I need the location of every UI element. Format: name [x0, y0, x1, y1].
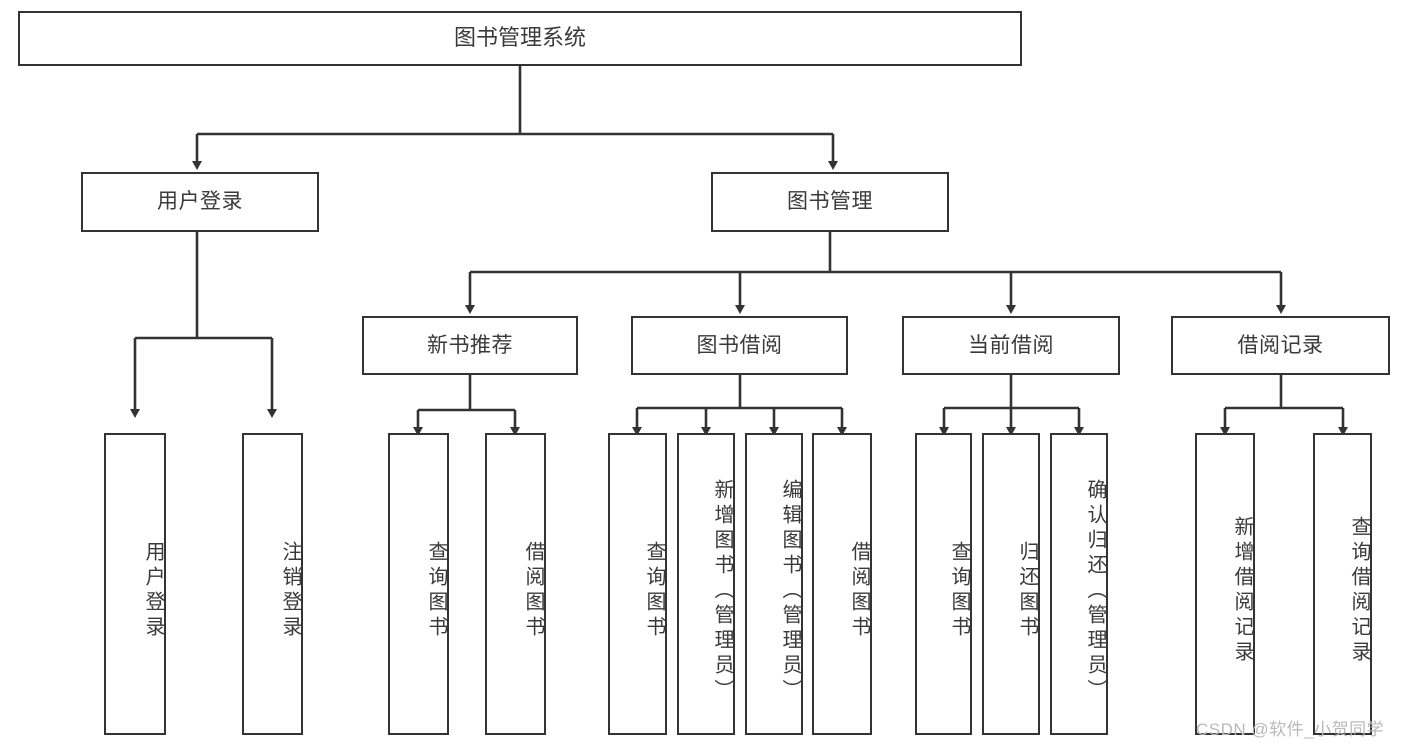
node-label: 图书借阅: [696, 333, 783, 357]
leaf-current-borrow-return[interactable]: 归还图书: [982, 433, 1040, 735]
node-label: 编辑图书（管理员）: [779, 478, 801, 704]
node-label: 用户登录: [157, 190, 243, 214]
node-book-borrow[interactable]: 图书借阅: [631, 316, 848, 375]
node-current-borrow[interactable]: 当前借阅: [902, 316, 1120, 375]
node-label: 归还图书: [1016, 541, 1038, 641]
node-book-management[interactable]: 图书管理: [711, 172, 949, 232]
leaf-book-borrow-query[interactable]: 查询图书: [608, 433, 667, 735]
leaf-book-borrow-add[interactable]: 新增图书（管理员）: [677, 433, 735, 735]
node-label: 注销登录: [279, 541, 301, 641]
node-label: 新增图书（管理员）: [711, 478, 733, 704]
node-label: 用户登录: [142, 541, 164, 641]
node-label: 新书推荐: [427, 333, 513, 357]
node-new-book-recommend[interactable]: 新书推荐: [362, 316, 578, 375]
node-label: 图书管理系统: [453, 25, 586, 51]
node-user-login[interactable]: 用户登录: [81, 172, 319, 232]
leaf-borrow-record-query[interactable]: 查询借阅记录: [1313, 433, 1372, 735]
leaf-current-borrow-confirm-return[interactable]: 确认归还（管理员）: [1050, 433, 1108, 735]
leaf-book-borrow-edit[interactable]: 编辑图书（管理员）: [745, 433, 803, 735]
leaf-user-login-signin[interactable]: 用户登录: [104, 433, 166, 735]
leaf-new-book-borrow[interactable]: 借阅图书: [485, 433, 546, 735]
leaf-new-book-query[interactable]: 查询图书: [388, 433, 449, 735]
node-root-book-management-system[interactable]: 图书管理系统: [18, 11, 1022, 66]
node-borrow-record[interactable]: 借阅记录: [1171, 316, 1390, 375]
leaf-borrow-record-add[interactable]: 新增借阅记录: [1195, 433, 1255, 735]
node-label: 查询图书: [948, 541, 970, 641]
node-label: 借阅记录: [1237, 333, 1324, 357]
csdn-watermark: CSDN @软件_小贺同学: [1196, 720, 1385, 739]
leaf-book-borrow-borrow[interactable]: 借阅图书: [812, 433, 872, 735]
node-label: 查询图书: [643, 541, 665, 641]
node-label: 当前借阅: [968, 333, 1054, 357]
leaf-current-borrow-query[interactable]: 查询图书: [915, 433, 972, 735]
leaf-user-login-signout[interactable]: 注销登录: [242, 433, 303, 735]
node-label: 确认归还（管理员）: [1084, 478, 1106, 704]
node-label: 新增借阅记录: [1231, 516, 1253, 666]
node-label: 图书管理: [787, 190, 873, 214]
node-label: 查询借阅记录: [1348, 516, 1370, 666]
node-label: 借阅图书: [848, 541, 870, 641]
node-label: 查询图书: [425, 541, 447, 641]
node-label: 借阅图书: [522, 541, 544, 641]
